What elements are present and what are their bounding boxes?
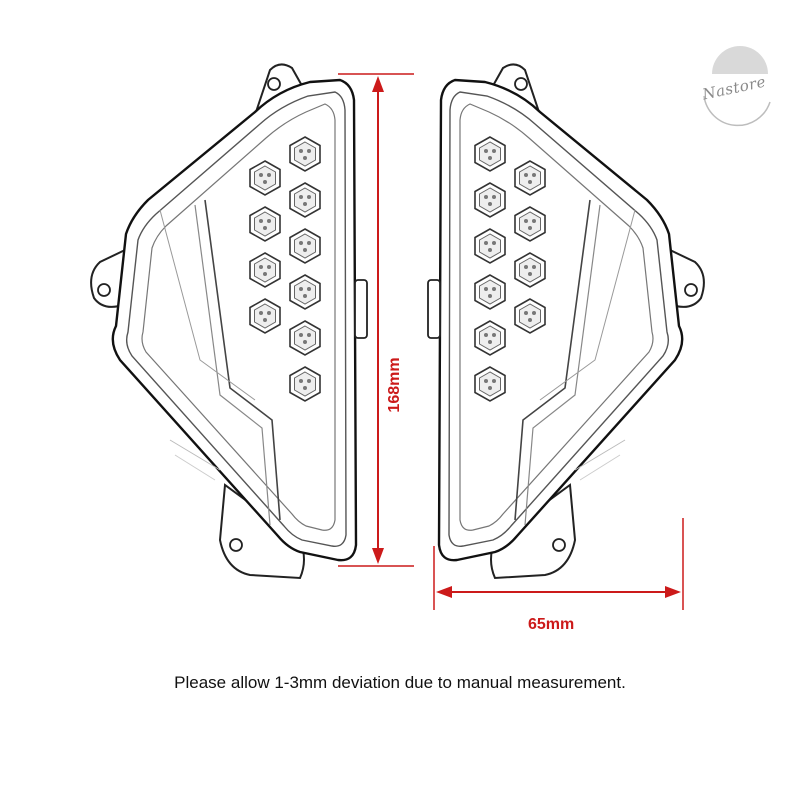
width-dimension-line (433, 518, 684, 610)
height-dimension-line (338, 73, 414, 567)
measurement-note: Please allow 1-3mm deviation due to manu… (174, 673, 626, 692)
width-label: 65mm (528, 616, 575, 633)
brand-logo-icon (703, 46, 771, 127)
left-lamp (91, 64, 367, 578)
height-label: 168mm (386, 357, 403, 413)
right-lamp (428, 64, 704, 578)
